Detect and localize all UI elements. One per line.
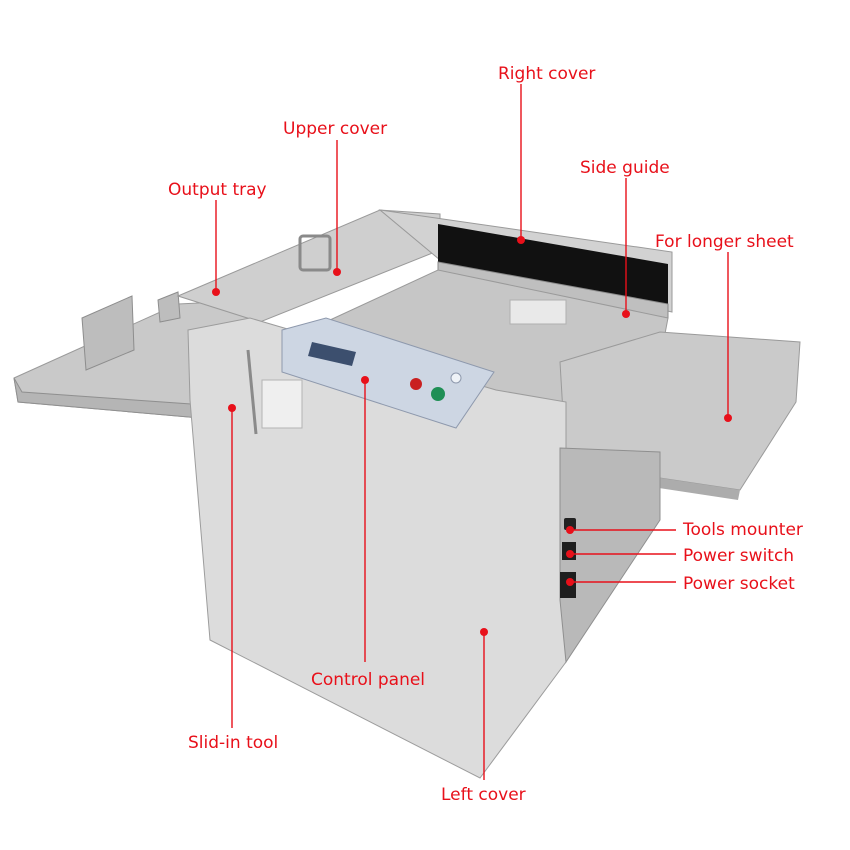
- output-tray-stop-left: [81, 295, 135, 371]
- feed-label: [509, 299, 567, 325]
- upper-cover-handle: [298, 234, 332, 272]
- callout-label-left-cover: Left cover: [441, 785, 526, 805]
- callout-label-right-cover: Right cover: [498, 64, 596, 84]
- slid-in-tool-rod: [246, 349, 258, 435]
- output-tray-stop-right: [157, 291, 181, 323]
- callout-label-power-switch: Power switch: [683, 546, 795, 566]
- red-key: [410, 378, 422, 390]
- callout-dot-longer-sheet: [724, 414, 732, 422]
- callout-label-side-guide: Side guide: [580, 158, 670, 178]
- callout-dot-upper-cover: [333, 268, 341, 276]
- callout-dot-right-cover: [517, 236, 525, 244]
- callout-label-power-socket: Power socket: [683, 574, 795, 594]
- callout-dot-power-socket: [566, 578, 574, 586]
- callout-label-tools-mounter: Tools mounter: [683, 520, 803, 540]
- callout-dot-left-cover: [480, 628, 488, 636]
- callout-label-output-tray: Output tray: [168, 180, 267, 200]
- callout-dot-power-switch: [566, 550, 574, 558]
- callout-label-upper-cover: Upper cover: [283, 119, 388, 139]
- callout-label-longer-sheet: For longer sheet: [655, 232, 794, 252]
- lcd-screen: [308, 342, 356, 366]
- tools-mounter-knob: [564, 518, 576, 530]
- callout-dot-tools-mounter: [566, 526, 574, 534]
- light-key: [450, 372, 462, 384]
- callout-label-slid-in-tool: Slid-in tool: [188, 733, 279, 753]
- callout-label-control-panel: Control panel: [311, 670, 426, 690]
- callout-dot-control-panel: [361, 376, 369, 384]
- callout-dot-side-guide: [622, 310, 630, 318]
- green-key: [431, 387, 445, 401]
- control-panel-housing: [281, 317, 495, 429]
- callout-dot-output-tray: [212, 288, 220, 296]
- slid-in-tool-card: [261, 379, 303, 429]
- right-cover-opening: [438, 224, 668, 312]
- callout-dot-slid-in-tool: [228, 404, 236, 412]
